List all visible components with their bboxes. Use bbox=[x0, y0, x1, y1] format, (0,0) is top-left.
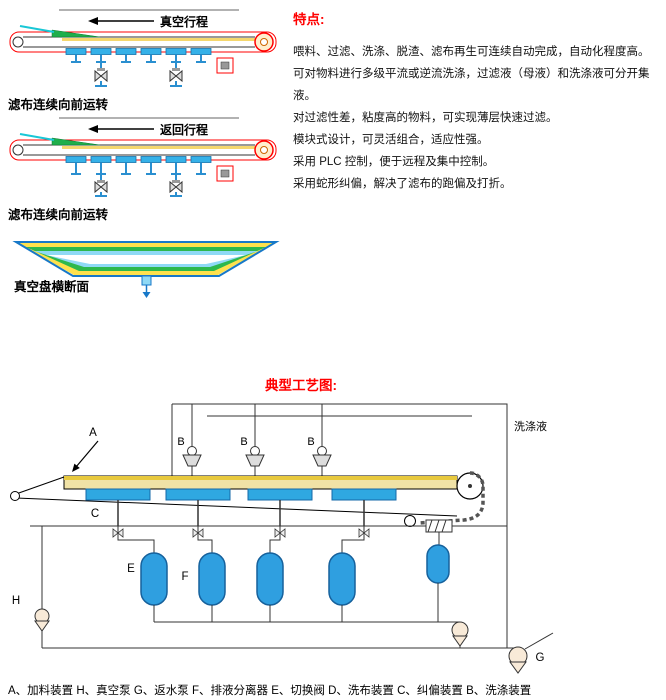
valve-assembly-right bbox=[169, 62, 183, 87]
label-F: F bbox=[181, 571, 188, 583]
process-flow-diagram: 洗涤液 B B B A bbox=[10, 403, 554, 674]
feed-line bbox=[19, 25, 55, 33]
filter-belt bbox=[10, 471, 485, 527]
valve-assembly-left bbox=[94, 62, 108, 87]
pan-layers bbox=[12, 241, 280, 277]
wash-device-b2 bbox=[245, 446, 265, 476]
vacuum-trays bbox=[65, 156, 212, 163]
feature-item: 喂料、过滤、洗涤、脱渣、滤布再生可连续自动完成，自动化程度高。 bbox=[293, 46, 650, 58]
control-box bbox=[216, 165, 234, 182]
left-arrow-icon bbox=[88, 17, 154, 25]
wash-device-b1 bbox=[182, 446, 202, 476]
wash-liquid-piping bbox=[171, 403, 508, 648]
vacuum-pump bbox=[34, 526, 50, 648]
label-B: B bbox=[177, 436, 184, 448]
cloth-wash-box bbox=[425, 519, 453, 545]
switching-valves bbox=[112, 528, 370, 538]
return-stroke-label: 返回行程 bbox=[160, 122, 208, 137]
feature-item: 采用蛇形纠偏，解决了滤布的跑偏及打折。 bbox=[293, 178, 512, 190]
label-A: A bbox=[89, 427, 97, 439]
vacuum-stroke-diagram: 真空行程 bbox=[9, 9, 277, 87]
return-pump-2 bbox=[508, 632, 554, 674]
valve-assembly-right bbox=[169, 174, 183, 197]
label-B: B bbox=[240, 436, 247, 448]
return-stroke-diagram: 返回行程 bbox=[9, 117, 277, 197]
belt-return-path bbox=[417, 471, 485, 525]
process-title: 典型工艺图: bbox=[265, 378, 337, 393]
left-roller bbox=[12, 144, 24, 156]
valve-assembly-left bbox=[94, 174, 108, 197]
down-arrow-icon bbox=[142, 292, 151, 298]
tail-roller bbox=[10, 491, 20, 501]
vacuum-trays bbox=[65, 48, 212, 55]
process-legend: A、加料装置 H、真空泵 G、返水泵 F、排液分离器 E、切换阀 D、洗布装置 … bbox=[8, 685, 532, 697]
diagram1-caption: 滤布连续向前运转 bbox=[8, 98, 109, 112]
feed-wedge bbox=[51, 29, 101, 38]
feature-item: 对过滤性差，粘度高的物料，可实现薄层快速过滤。 bbox=[293, 112, 558, 124]
feed-arrow-icon bbox=[72, 440, 99, 472]
feature-item: 采用 PLC 控制，便于远程及集中控制。 bbox=[293, 156, 495, 168]
feature-item: 可对物料进行多级平流或逆流洗涤，过滤液（母液）和洗涤液可分开集液。 bbox=[293, 68, 650, 102]
features-title: 特点: bbox=[293, 12, 325, 27]
label-C: C bbox=[91, 508, 99, 520]
belt-assembly bbox=[9, 133, 277, 161]
vacuum-boxes bbox=[85, 488, 397, 501]
label-B: B bbox=[307, 436, 314, 448]
return-pump-1 bbox=[451, 621, 469, 648]
left-arrow-icon bbox=[88, 125, 154, 133]
tension-roller bbox=[404, 515, 416, 527]
wash-device-b3 bbox=[312, 446, 332, 476]
diagram3-caption: 真空盘横断面 bbox=[14, 280, 90, 294]
label-E: E bbox=[127, 563, 135, 575]
tray-pipes bbox=[71, 162, 206, 175]
feature-item: 模块式设计，可灵活组合，适应性强。 bbox=[293, 134, 489, 146]
label-H: H bbox=[12, 595, 20, 607]
vacuum-stroke-label: 真空行程 bbox=[160, 14, 208, 29]
drain-pipe bbox=[141, 275, 152, 298]
features-section: 特点: 喂料、过滤、洗涤、脱渣、滤布再生可连续自动完成，自动化程度高。 可对物料… bbox=[293, 8, 665, 195]
right-vessel bbox=[426, 544, 450, 584]
diagram2-caption: 滤布连续向前运转 bbox=[8, 208, 109, 222]
control-box bbox=[216, 57, 234, 74]
label-G: G bbox=[536, 652, 545, 664]
left-roller bbox=[12, 36, 24, 48]
tray-pipes bbox=[71, 54, 206, 63]
wash-liquid-label: 洗涤液 bbox=[514, 419, 547, 433]
bottom-manifold bbox=[42, 583, 518, 649]
feed-line bbox=[19, 133, 55, 141]
belt-assembly bbox=[9, 25, 277, 53]
separator-feed-pipes bbox=[117, 526, 365, 553]
feed-wedge bbox=[51, 137, 101, 146]
vacuum-box-stubs bbox=[117, 500, 365, 526]
pan-cross-section-diagram bbox=[12, 241, 280, 298]
separator-vessels bbox=[140, 544, 450, 606]
